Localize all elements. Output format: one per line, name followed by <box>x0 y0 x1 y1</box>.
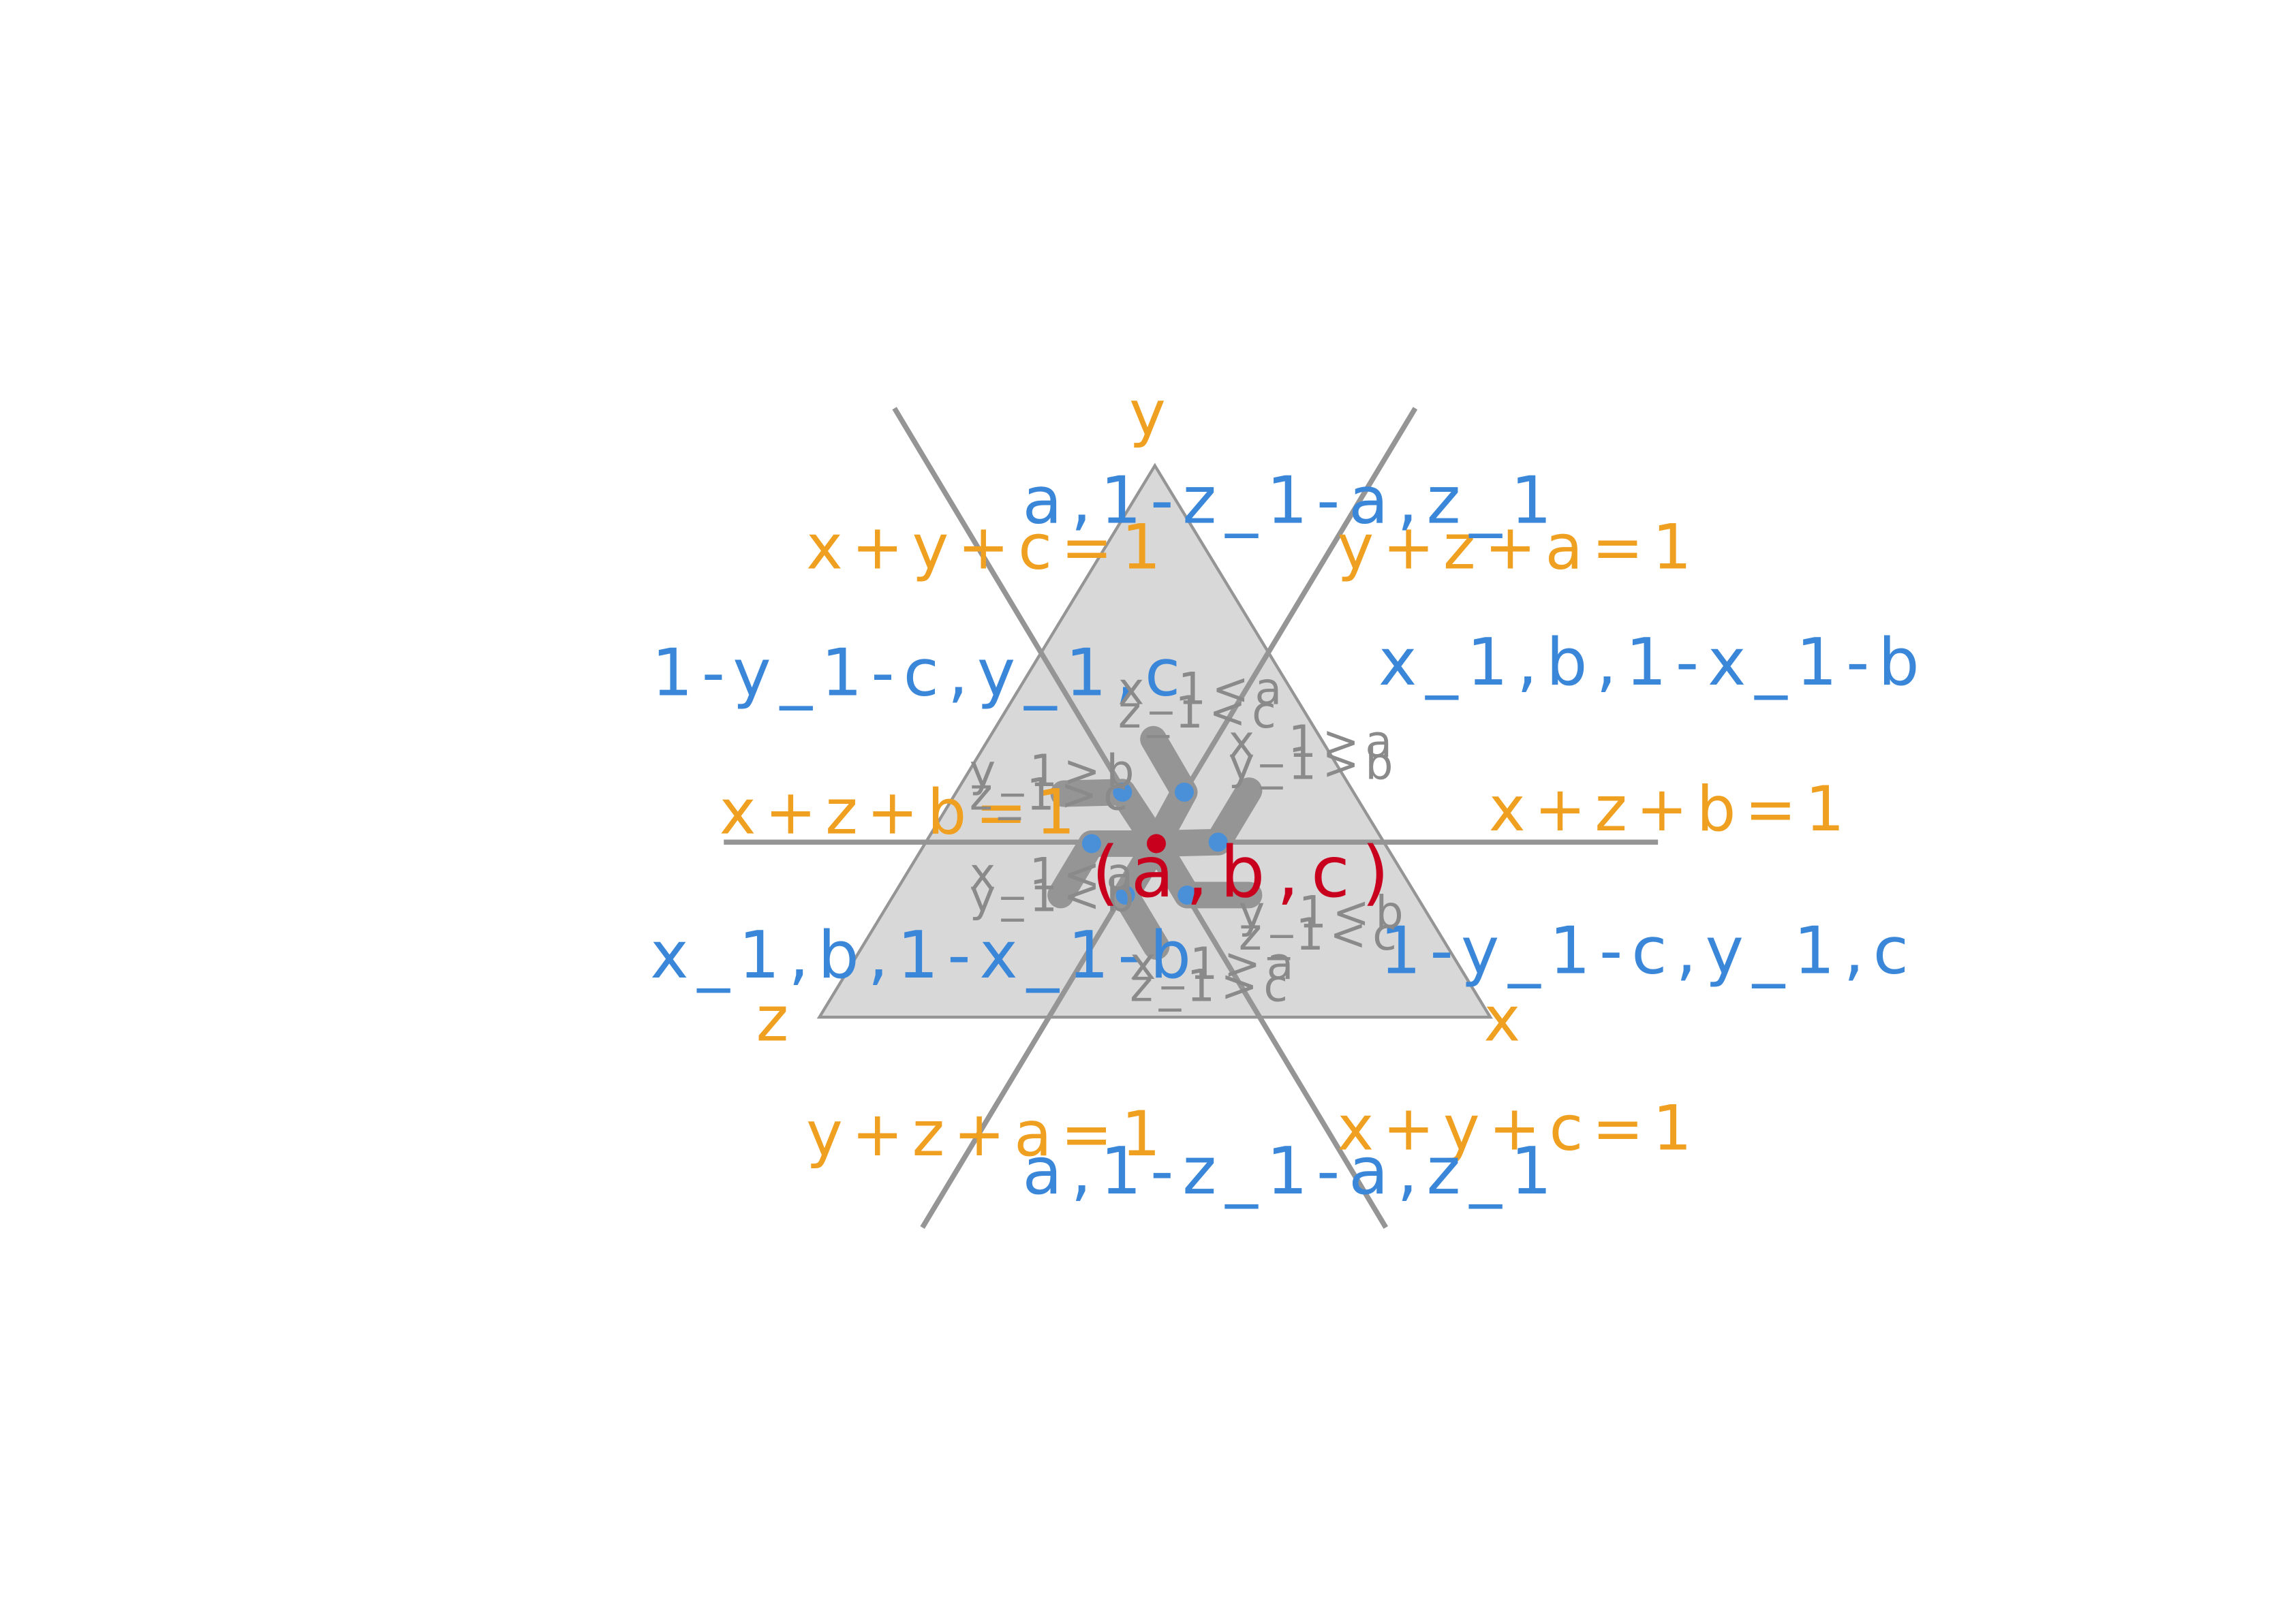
node-center <box>1146 834 1166 854</box>
vertex-label-y: y <box>1129 378 1175 450</box>
arm-left-ext <box>1047 830 1105 909</box>
condition-lower-left-2: y_1<b <box>970 871 1140 922</box>
condition-bottom-1: x_1>a <box>1130 939 1299 990</box>
condition-bottom-2: z_1>c <box>1130 961 1294 1012</box>
condition-upper-left-1: y_1>b <box>970 746 1140 797</box>
condition-top-2: z_1<c <box>1118 687 1282 738</box>
condition-lower-right-1: y_1<b <box>1239 887 1409 938</box>
line-label-xzb-left: x+z+b=1 <box>720 777 1084 848</box>
region-label-upper-right: x_1,b,1-x_1-b <box>1378 625 1928 700</box>
node-lower-left <box>1115 885 1135 905</box>
line-label-yza-bottom: y+z+a=1 <box>806 1099 1169 1170</box>
region-label-upper-left: 1-y_1-c,y_1,c <box>651 636 1189 710</box>
center-point-label: (a,b,c) <box>1092 832 1401 914</box>
region-label-lower-right: 1-y_1-c,y_1,c <box>1380 914 1917 988</box>
line-label-xyc-top: x+y+c=1 <box>806 512 1169 584</box>
vertex-label-z: z <box>756 984 798 1056</box>
node-upper-right <box>1174 782 1195 802</box>
condition-top-1: x_1<a <box>1118 663 1288 715</box>
condition-lower-right-2: z_1<c <box>1239 909 1403 961</box>
nodes <box>1081 782 1228 905</box>
condition-lower-left-1: x_1<a <box>970 849 1139 900</box>
arm-upper-right-ext <box>1140 725 1198 806</box>
line-label-yza-top: y+z+a=1 <box>1338 512 1701 584</box>
node-left <box>1081 834 1101 854</box>
region-label-bottom: a,1-z_1-a,z_1 <box>1022 1134 1560 1209</box>
arms <box>1047 725 1263 960</box>
condition-upper-left-2: z_1>c <box>970 770 1134 821</box>
region-label-lower-left: x_1,b,1-x_1-b <box>650 918 1200 993</box>
arm-lower-left-ext <box>1112 881 1170 960</box>
node-right <box>1208 832 1228 852</box>
region-label-top: a,1-z_1-a,z_1 <box>1022 464 1560 539</box>
line-label-xzb-right: x+z+b=1 <box>1489 774 1853 845</box>
node-lower-right <box>1177 885 1197 905</box>
arm-right-ext <box>1205 777 1263 856</box>
condition-upper-right-2: y_1>b <box>1229 738 1399 790</box>
arm-upper-left-ext <box>1050 779 1136 807</box>
node-upper-left <box>1113 782 1133 802</box>
condition-upper-right-1: x_1>a <box>1229 717 1398 768</box>
line-label-xyc-bottom: x+y+c=1 <box>1338 1093 1701 1164</box>
vertex-label-x: x <box>1483 984 1529 1056</box>
